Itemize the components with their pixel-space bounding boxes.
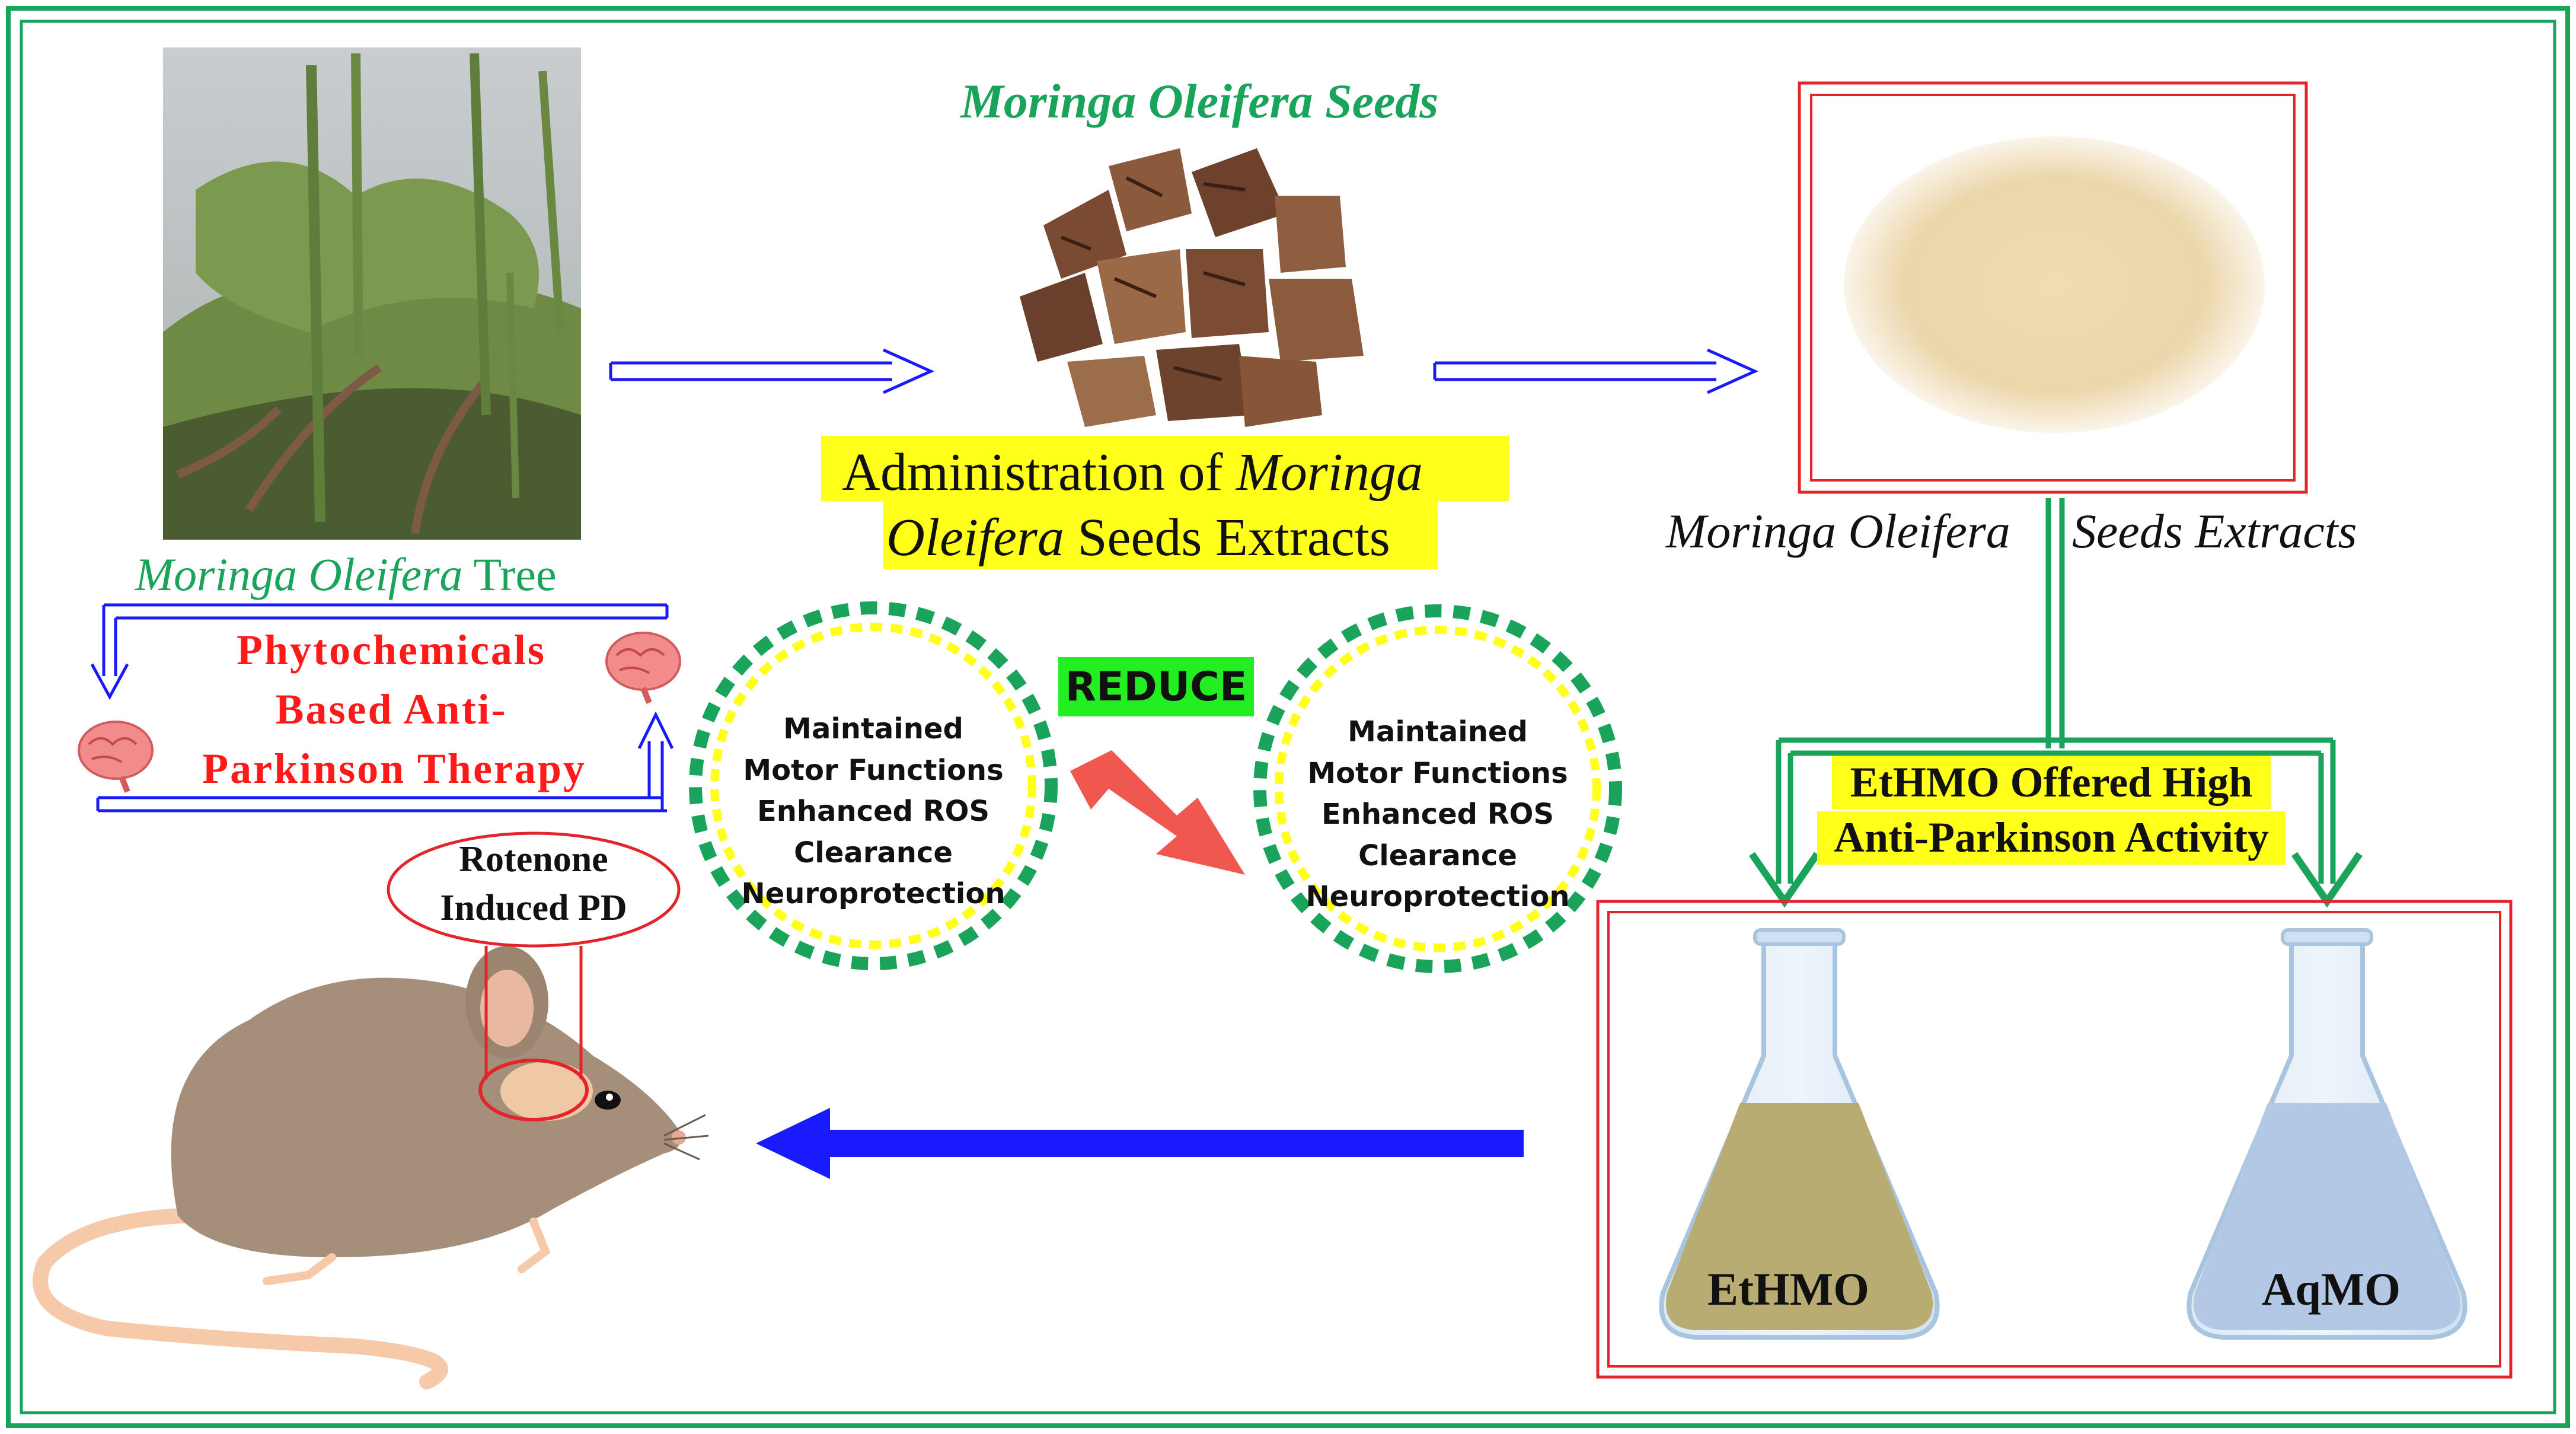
- outer-frame: [6, 6, 2570, 1428]
- circle-left-text: Maintained Motor Functions Enhanced ROS …: [741, 712, 1005, 911]
- flask-left-label: EtHMO: [1707, 1263, 1869, 1315]
- inner-frame: [20, 20, 2556, 1414]
- brain-icon: [78, 721, 154, 793]
- reduce-label: REDUCE: [1065, 664, 1247, 710]
- mouse-illustration: [33, 946, 709, 1390]
- ethmo-banner-line1: EtHMO Offered High: [1850, 759, 2253, 806]
- powder-frame-outer: [1798, 81, 2308, 494]
- seeds-title: Moringa Oleifera Seeds: [960, 74, 1439, 128]
- circle-right-text: Maintained Motor Functions Enhanced ROS …: [1305, 715, 1570, 914]
- admin-highlight-line2: [883, 501, 1438, 569]
- tree-label: Moringa Oleifera Tree: [135, 549, 557, 600]
- seed-extract-powder: [1844, 136, 2265, 433]
- ethmo-banner-line2: Anti-Parkinson Activity: [1833, 814, 2269, 861]
- ethmo-highlight-line1: [1832, 756, 2271, 810]
- rotenone-callout: [387, 831, 681, 948]
- flask-icon: [1659, 928, 1940, 1340]
- moringa-seeds-photo: [1020, 148, 1375, 436]
- reduce-badge: [1058, 657, 1254, 716]
- brain-target-ring: [478, 1059, 589, 1121]
- lightning-arrow-icon: [1070, 750, 1245, 875]
- therapy-line2: Based Anti-: [275, 686, 507, 733]
- outcome-circle-right: [1253, 604, 1622, 973]
- arrow-tree-to-seeds: [609, 348, 935, 394]
- flask-icon: [2186, 928, 2468, 1340]
- arrow-seeds-to-extract: [1433, 348, 1759, 394]
- brain-icon: [605, 632, 681, 704]
- rotenone-line1: Rotenone: [459, 839, 608, 879]
- rotenone-line2: Induced PD: [440, 888, 627, 928]
- admin-title-line1: Administration of Moringa: [842, 443, 1423, 502]
- therapy-line1: Phytochemicals: [237, 626, 546, 674]
- moringa-tree-photo: [163, 47, 581, 540]
- extracts-label-b: Seeds Extracts: [2072, 504, 2357, 558]
- admin-title-line2: Oleifera Seeds Extracts: [886, 508, 1390, 567]
- admin-highlight-line1: [821, 436, 1509, 501]
- flask-right-label: AqMO: [2262, 1263, 2401, 1315]
- extracts-label-a: Moringa Oleifera: [1666, 504, 2010, 558]
- ethmo-highlight-line2: [1817, 811, 2285, 865]
- outcome-circle-left: [689, 601, 1058, 970]
- arrow-flask-to-mouse: [756, 1108, 1524, 1179]
- therapy-line3: Parkinson Therapy: [202, 745, 586, 792]
- therapy-bracket: [90, 603, 674, 812]
- flask-frame-outer: [1596, 900, 2513, 1379]
